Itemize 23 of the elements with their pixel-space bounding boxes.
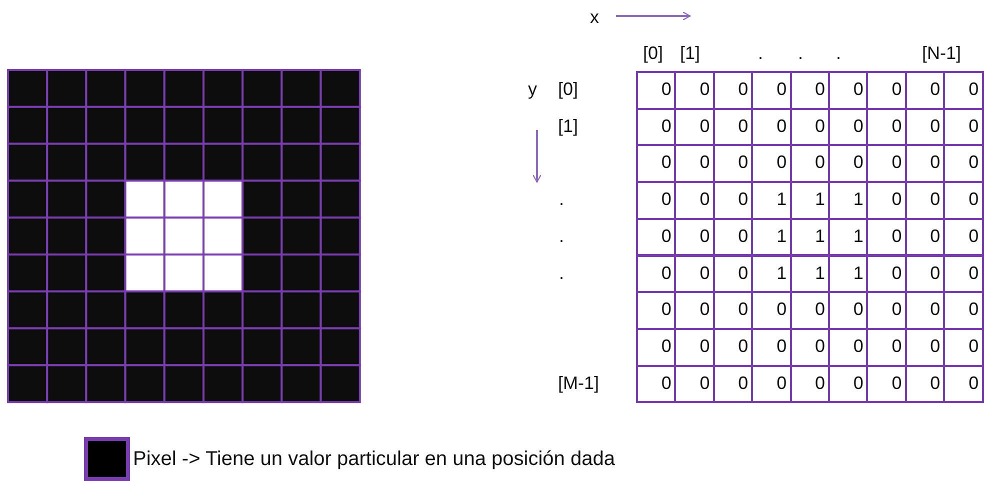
index-label: . [758,44,764,62]
index-label: [0] [558,80,578,98]
index-label: [M-1] [558,374,600,392]
matrix-cell: 0 [636,364,676,404]
index-label: . [559,190,564,208]
index-label: . [559,226,564,245]
index-label: [N-1] [922,44,962,62]
index-label: . [798,44,804,62]
matrix-cell: 0 [943,254,984,294]
matrix-cell: 0 [636,71,676,110]
axis-label: y [528,80,537,98]
matrix-cell: 0 [943,364,984,404]
matrix-cell: 0 [636,218,676,256]
index-label: [1] [558,116,578,135]
index-label: [0] [643,44,664,62]
matrix-cell: 0 [943,71,984,110]
index-label: . [559,264,564,282]
legend-text: Pixel -> Tiene un valor particular en una posición dada [133,448,615,470]
matrix-cell: 0 [636,254,676,294]
index-label: [1] [680,44,700,62]
axis-label: x [590,8,599,26]
index-label: . [836,44,842,62]
matrix-cell: 0 [943,218,984,256]
